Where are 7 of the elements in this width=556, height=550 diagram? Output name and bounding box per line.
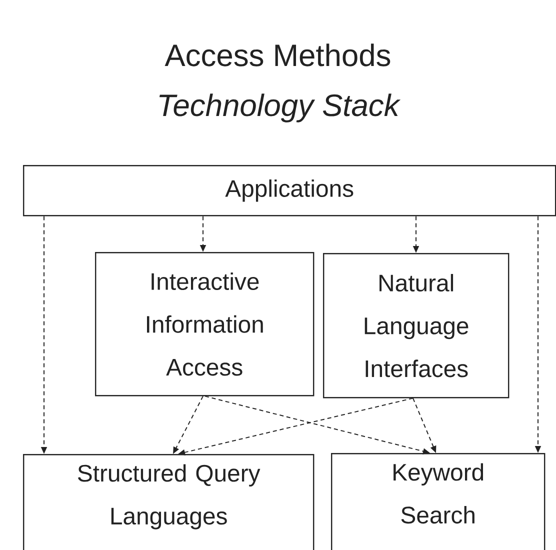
stack-box: Structured Query Languages [23, 454, 314, 550]
stack-box: Applications [23, 165, 556, 216]
stack-box: Keyword Search [331, 453, 546, 550]
stack-box: Interactive Information Access [95, 252, 314, 396]
subtitle: Technology Stack [159, 94, 401, 122]
stack-box: Natural Language Interfaces [323, 253, 510, 398]
title: Access Methods [164, 44, 390, 66]
